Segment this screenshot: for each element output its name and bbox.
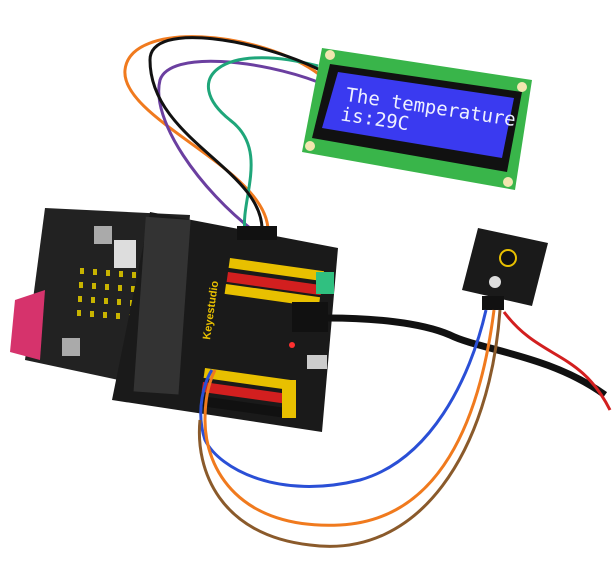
green-terminal: [316, 272, 334, 294]
mount-hole: [305, 141, 315, 151]
edge-connector: [133, 216, 191, 395]
wire-red: [502, 311, 612, 411]
mount-hole: [517, 82, 527, 92]
mount-hole: [325, 50, 335, 60]
wire-orange-2: [203, 309, 496, 527]
expansion-shield: Keyestudio: [112, 212, 338, 432]
dc-jack: [292, 302, 328, 332]
usb-port: [307, 355, 327, 369]
qr-label: [114, 240, 136, 268]
power-cable: [327, 314, 608, 398]
power-led: [289, 342, 295, 348]
sensor-component: [499, 249, 517, 267]
wire-blue: [199, 309, 488, 488]
mount-hole: [503, 177, 513, 187]
lcd-wires: [123, 35, 321, 234]
wire-brown: [197, 309, 502, 548]
wire-black: [148, 36, 321, 233]
button-a: [94, 226, 112, 244]
sensor-wires: [197, 309, 612, 548]
lcd-screen: [322, 72, 514, 158]
lcd-connector: [237, 226, 277, 240]
lcd-module: The temperature is:29C: [302, 48, 532, 190]
header-pins: [199, 258, 325, 419]
wire-purple: [157, 59, 319, 234]
mount-hole: [489, 276, 501, 288]
microbit-pink-corner: [10, 290, 45, 360]
button-b: [62, 338, 80, 356]
temperature-sensor-module: [462, 228, 548, 310]
